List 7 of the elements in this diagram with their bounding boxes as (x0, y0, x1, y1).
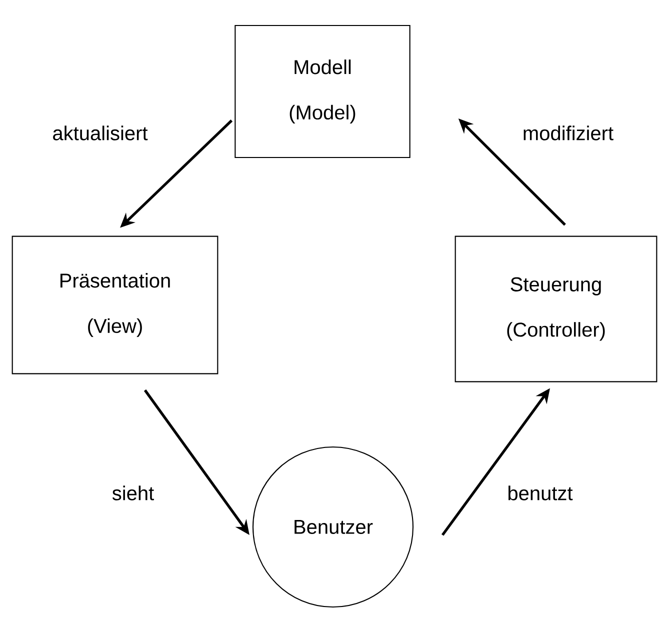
edge-label: benutzt (506, 484, 574, 502)
edge-label: sieht (110, 484, 156, 502)
component-box: Modell (Model) (234, 24, 410, 158)
edge-label: modifiziert (521, 124, 615, 142)
component-box: Präsentation (View) (12, 236, 218, 374)
component-box: Steuerung (Controller) (454, 236, 658, 382)
edge-label: aktualisiert (50, 124, 150, 142)
